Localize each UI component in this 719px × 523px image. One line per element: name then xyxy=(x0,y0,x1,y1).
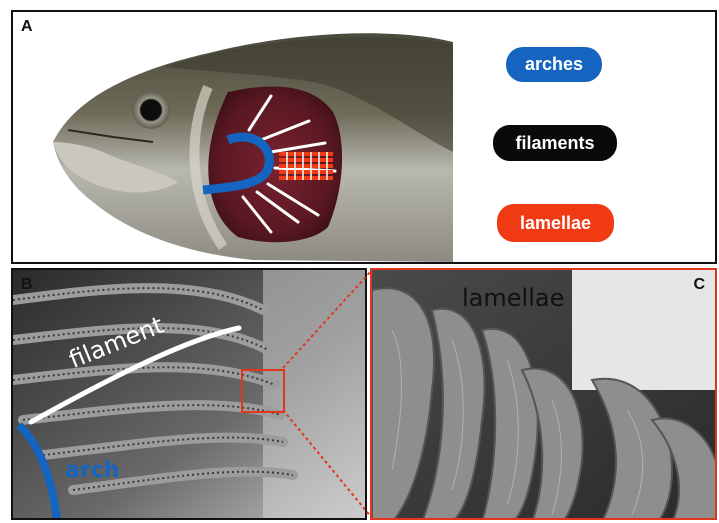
arch-text: arch xyxy=(65,458,119,483)
lamellae-text: lamellae xyxy=(462,284,564,312)
legend-filaments: filaments xyxy=(493,125,617,161)
panel-c-label: C xyxy=(693,276,705,294)
panel-a-label: A xyxy=(21,18,33,36)
legend-lamellae: lamellae xyxy=(497,204,614,242)
panel-a-fish-head: A arches filaments lamellae xyxy=(11,10,717,264)
legend-arches: arches xyxy=(506,47,602,82)
panel-b-gill-sem: B filament arch xyxy=(11,268,367,520)
panel-c-lamellae-sem: C lamellae xyxy=(370,268,717,520)
panel-b-label: B xyxy=(21,276,33,294)
